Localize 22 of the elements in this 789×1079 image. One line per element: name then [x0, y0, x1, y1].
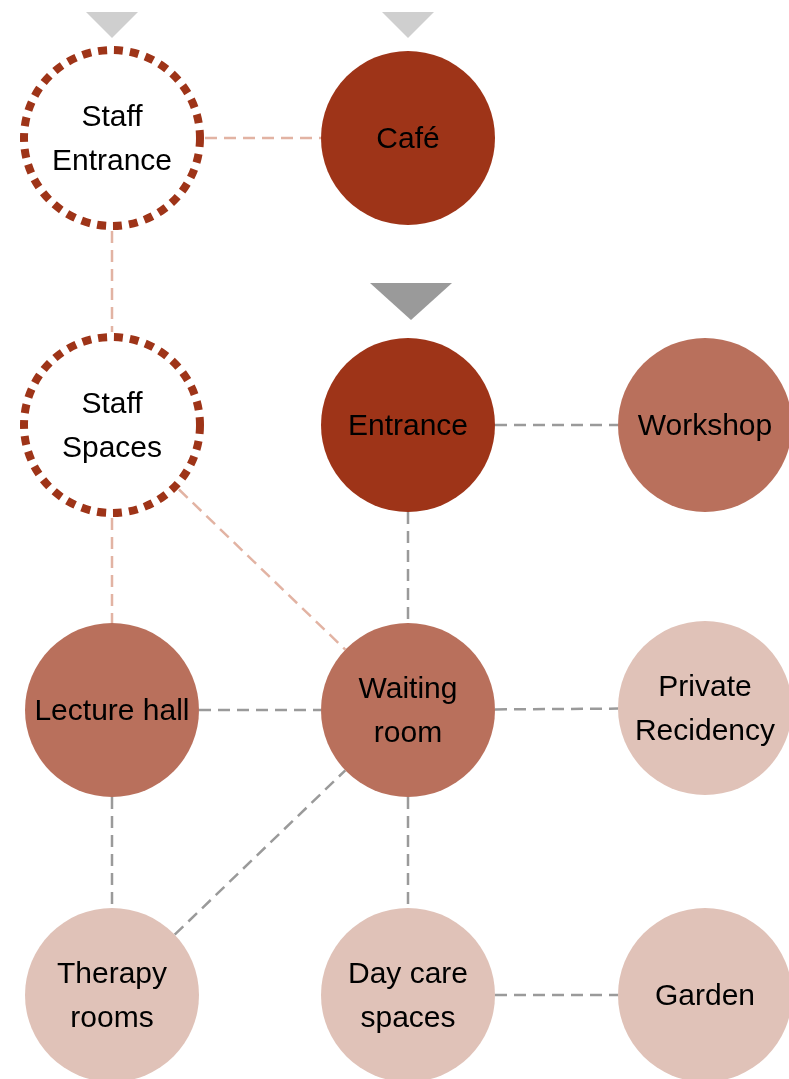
node-label: Lecture hall — [33, 692, 191, 728]
node-label: Private Recidency — [633, 668, 777, 748]
connector-line — [110, 231, 114, 332]
node-label: Staff Entrance — [50, 98, 174, 178]
node-label: Workshop — [636, 407, 774, 443]
connector-line — [495, 707, 618, 711]
node-label: Garden — [653, 977, 757, 1013]
node-label: Day care spaces — [346, 955, 469, 1035]
connector-line — [110, 518, 114, 623]
connector-line — [199, 708, 321, 712]
node-label: Entrance — [346, 407, 470, 443]
node-label: Café — [375, 120, 441, 156]
connector-line — [495, 993, 618, 997]
connector-line — [173, 769, 347, 936]
dotted-circle-node — [19, 45, 205, 231]
node-label: Therapy rooms — [55, 955, 169, 1035]
dotted-circle-node — [19, 332, 205, 518]
connector-line — [495, 423, 618, 427]
connector-line — [178, 488, 347, 651]
node-label: Staff Spaces — [60, 385, 164, 465]
node-label: Waiting room — [357, 670, 459, 750]
connector-line — [205, 136, 321, 140]
